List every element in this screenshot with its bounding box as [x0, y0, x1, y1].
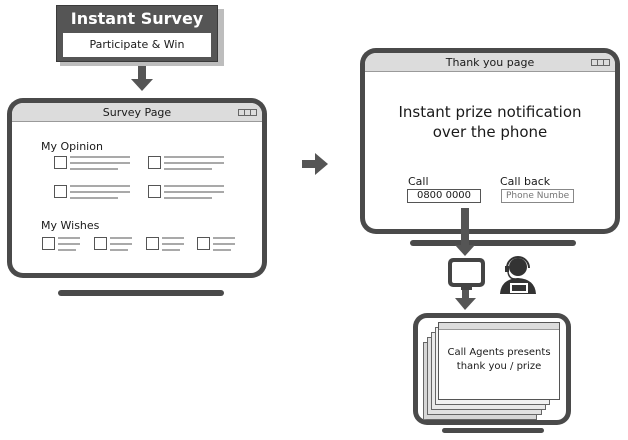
banner-title: Instant Survey: [70, 9, 204, 28]
call-agent-headset-icon: [500, 256, 536, 294]
arrow-down-icon: [455, 208, 475, 256]
wish-text-lines-2: [110, 237, 132, 251]
banner-subtitle: Participate & Win: [89, 38, 185, 51]
wish-text-lines-4: [213, 237, 235, 251]
wish-checkbox-2[interactable]: [94, 237, 107, 250]
opinion-checkbox-3[interactable]: [54, 185, 67, 198]
close-button[interactable]: [250, 109, 257, 116]
callback-phone-input[interactable]: [501, 189, 574, 203]
callback-label: Call back: [500, 175, 551, 188]
banner: Instant Survey Participate & Win: [56, 5, 218, 62]
arrow-down-icon: [131, 66, 153, 91]
opinion-text-lines-2: [164, 156, 224, 170]
wish-text-lines-1: [58, 237, 80, 251]
agent-screen: Call Agents presents thank you / prize: [418, 318, 566, 420]
wish-checkbox-3[interactable]: [146, 237, 159, 250]
thanks-window-title: Thank you page: [445, 56, 535, 69]
wish-checkbox-4[interactable]: [197, 237, 210, 250]
opinion-text-lines-4: [164, 185, 224, 199]
opinion-checkbox-2[interactable]: [148, 156, 161, 169]
agent-top-window: Call Agents presents thank you / prize: [438, 322, 560, 400]
thanks-monitor-stand: [410, 240, 576, 246]
prize-heading-line2: over the phone: [432, 123, 548, 141]
wish-checkbox-1[interactable]: [42, 237, 55, 250]
opinion-text-lines-3: [70, 185, 130, 199]
close-button[interactable]: [603, 59, 610, 66]
survey-window: Survey Page My Opinion My Wishes: [12, 103, 262, 273]
agent-window-titlebar: [439, 323, 559, 330]
survey-titlebar: Survey Page: [12, 103, 262, 122]
section-my-opinion: My Opinion: [41, 140, 103, 153]
call-label: Call: [408, 175, 429, 188]
banner-subtitle-box: Participate & Win: [63, 33, 211, 57]
call-number: 0800 0000: [416, 190, 472, 201]
agent-text-line1: Call Agents presents: [447, 347, 551, 358]
survey-window-controls[interactable]: [238, 109, 257, 116]
agent-text-line2: thank you / prize: [456, 361, 542, 372]
call-number-field[interactable]: 0800 0000: [407, 189, 481, 203]
opinion-text-lines-1: [70, 156, 130, 170]
prize-heading-line1: Instant prize notification: [398, 103, 582, 121]
monitor-icon: [448, 258, 485, 290]
thanks-titlebar: Thank you page: [365, 53, 615, 72]
section-my-wishes: My Wishes: [41, 219, 100, 232]
opinion-checkbox-4[interactable]: [148, 185, 161, 198]
survey-window-title: Survey Page: [102, 106, 172, 119]
thanks-window-controls[interactable]: [591, 59, 610, 66]
survey-monitor-stand: [58, 290, 224, 296]
arrow-down-icon: [455, 289, 476, 310]
thanks-window: Thank you page Instant prize notificatio…: [365, 53, 615, 229]
agent-monitor-stand: [442, 428, 544, 433]
wish-text-lines-3: [162, 237, 184, 251]
arrow-right-icon: [302, 153, 328, 175]
opinion-checkbox-1[interactable]: [54, 156, 67, 169]
